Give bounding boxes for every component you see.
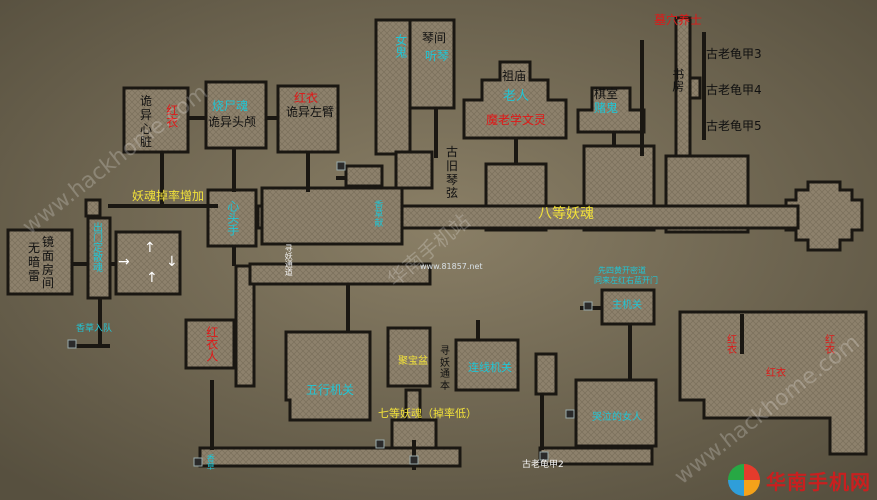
corridors xyxy=(70,32,744,470)
room-treasure xyxy=(386,326,432,388)
label-guji-bottom: 古老龟甲2 xyxy=(522,460,564,470)
label-wuxing: 五行机关 xyxy=(306,383,355,397)
label-laoren: 老人 xyxy=(503,89,530,104)
label-qinjian: 琴间 xyxy=(422,31,447,45)
label-nvgui: 女鬼 xyxy=(393,34,408,58)
svg-text:↑: ↑ xyxy=(144,240,156,256)
room-connect xyxy=(454,338,520,392)
svg-text:↓: ↓ xyxy=(166,254,178,270)
label-dugui: 赌鬼 xyxy=(594,101,619,115)
label-website: www.81857.net xyxy=(420,262,483,271)
label-xin-tou-shou: 心头手 xyxy=(225,200,240,236)
label-note-top: 先四黄开密道 xyxy=(598,266,646,275)
room-arrows xyxy=(114,230,182,296)
label-shufang: 书房 xyxy=(670,68,685,92)
label-guiyi-zuobi: 诡异左臂 xyxy=(286,105,335,119)
label-bade-yaohun: 八等妖魂 xyxy=(538,206,594,222)
label-red-heart: 红衣 xyxy=(164,104,179,128)
room-temple xyxy=(462,60,568,140)
label-red-temple: 魔老学文灵 xyxy=(486,113,547,127)
label-yaohun-drop: 妖魂掉率增加 xyxy=(132,189,205,203)
room-central-hall xyxy=(260,186,404,246)
label-red-left-bottom: 红衣人 xyxy=(204,326,219,362)
label-guiyi-toulu: 诡异头颅 xyxy=(208,115,257,129)
label-xunyao-tongdao: 寻妖通道 xyxy=(284,244,294,276)
room-red-left xyxy=(184,318,236,370)
svg-text:↑: ↑ xyxy=(146,270,158,286)
label-wu-anlei: 无暗雷 xyxy=(28,241,41,283)
label-tingqin: 听琴 xyxy=(425,49,450,63)
label-guzhi-qinxian: 古旧琴弦 xyxy=(446,145,459,201)
room-five-elements xyxy=(284,330,372,422)
label-xunyao-tongben: 寻妖通本 xyxy=(440,346,450,392)
label-red-arm: 红衣 xyxy=(294,91,319,105)
room-xintou xyxy=(206,188,258,248)
label-blue-bottom-left: 香草 xyxy=(206,454,216,470)
label-xiangcao-xian: 香草献 xyxy=(372,200,383,227)
room-qin xyxy=(408,18,456,110)
label-jubaopen: 聚宝盆 xyxy=(398,356,428,367)
room-heart xyxy=(122,86,190,154)
brand-name: 华南手机网 xyxy=(766,469,871,494)
label-red-right-2: 红衣 xyxy=(822,334,834,354)
label-jingmian: 镜面房间 xyxy=(42,235,55,291)
label-guji-3: 古老龟甲5 xyxy=(706,119,762,133)
room-mirror xyxy=(6,228,74,296)
map-rooms xyxy=(6,16,868,468)
label-zhujiguan: 主机关 xyxy=(612,300,642,311)
label-lianxian: 连线机关 xyxy=(468,361,512,374)
teleport-markers xyxy=(67,161,593,467)
brand-logo: 华南手机网 xyxy=(728,464,871,496)
label-red-top-right: 墓穴养士 xyxy=(654,13,703,27)
label-zumiao: 祖庙 xyxy=(502,69,527,83)
label-kuqi-nvren: 哭泣的女人 xyxy=(592,412,642,423)
room-ghost xyxy=(374,18,412,156)
room-diamond xyxy=(784,180,864,252)
label-qishi: 棋室 xyxy=(594,87,619,101)
arrow-glyphs: ↑ → ↑ ↓ xyxy=(118,240,178,286)
label-guji-2: 古老龟甲4 xyxy=(706,83,762,97)
label-shaohuo: 烧尸魂 xyxy=(212,99,249,113)
room-big-right xyxy=(678,310,868,456)
brand-logo-icon xyxy=(728,464,760,496)
label-qideng-yaohun: 七等妖魂（掉率低） xyxy=(378,407,477,420)
room-head xyxy=(204,80,268,150)
label-guiyi-xinzang: 诡异心脏 xyxy=(140,94,153,150)
label-chukou: 出门定散魂 xyxy=(90,222,102,272)
label-guji-1: 古老龟甲3 xyxy=(706,47,762,61)
corridor-upper-mid xyxy=(248,262,432,286)
label-xiangcao-rudui: 香草入队 xyxy=(76,324,113,334)
svg-text:→: → xyxy=(118,254,130,270)
label-red-right-3: 红衣 xyxy=(766,368,786,379)
corridor-bottom xyxy=(198,446,462,468)
label-red-right-1: 红衣 xyxy=(724,334,736,354)
label-note-bottom: 同来左红右蓝开门 xyxy=(594,276,658,285)
